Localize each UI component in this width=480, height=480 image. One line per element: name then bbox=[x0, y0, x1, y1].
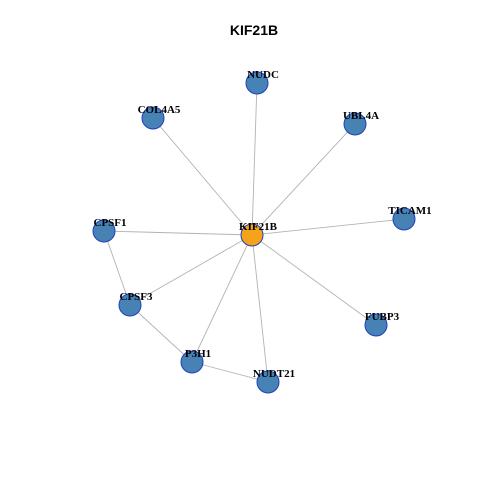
edge-p3h1-nudt21 bbox=[191, 361, 269, 383]
node-label-nudc: NUDC bbox=[247, 69, 279, 81]
node-label-kif21b: KIF21B bbox=[239, 221, 278, 233]
node-kif21b bbox=[240, 223, 264, 247]
edge-layer bbox=[103, 82, 405, 383]
edge-kif21b-ticam1 bbox=[251, 218, 405, 236]
node-nudc bbox=[245, 71, 269, 95]
edge-kif21b-ubl4a bbox=[251, 123, 356, 236]
edge-cpsf3-p3h1 bbox=[129, 304, 193, 363]
edge-kif21b-cpsf1 bbox=[103, 230, 253, 236]
node-layer bbox=[92, 71, 416, 394]
edge-cpsf1-cpsf3 bbox=[103, 230, 131, 306]
edge-kif21b-fubp3 bbox=[251, 234, 377, 326]
node-label-ubl4a: UBL4A bbox=[343, 110, 379, 122]
node-label-p3h1: P3H1 bbox=[185, 348, 211, 360]
node-label-nudt21: NUDT21 bbox=[253, 368, 295, 380]
node-ubl4a bbox=[343, 112, 367, 136]
node-label-fubp3: FUBP3 bbox=[365, 311, 400, 323]
node-label-cpsf3: CPSF3 bbox=[120, 291, 154, 303]
node-fubp3 bbox=[364, 313, 388, 337]
edge-kif21b-p3h1 bbox=[191, 234, 253, 363]
edge-kif21b-cpsf3 bbox=[129, 234, 253, 306]
node-cpsf1 bbox=[92, 219, 116, 243]
node-ticam1 bbox=[392, 207, 416, 231]
node-nudt21 bbox=[256, 370, 280, 394]
node-p3h1 bbox=[180, 350, 204, 374]
edge-kif21b-nudt21 bbox=[251, 234, 269, 383]
node-cpsf3 bbox=[118, 293, 142, 317]
edge-kif21b-col4a5 bbox=[152, 117, 253, 236]
node-label-ticam1: TICAM1 bbox=[388, 205, 431, 217]
node-label-col4a5: COL4A5 bbox=[138, 104, 181, 116]
graph-title: KIF21B bbox=[230, 22, 278, 38]
node-label-cpsf1: CPSF1 bbox=[94, 217, 127, 229]
node-col4a5 bbox=[141, 106, 165, 130]
edge-kif21b-nudc bbox=[251, 82, 258, 236]
